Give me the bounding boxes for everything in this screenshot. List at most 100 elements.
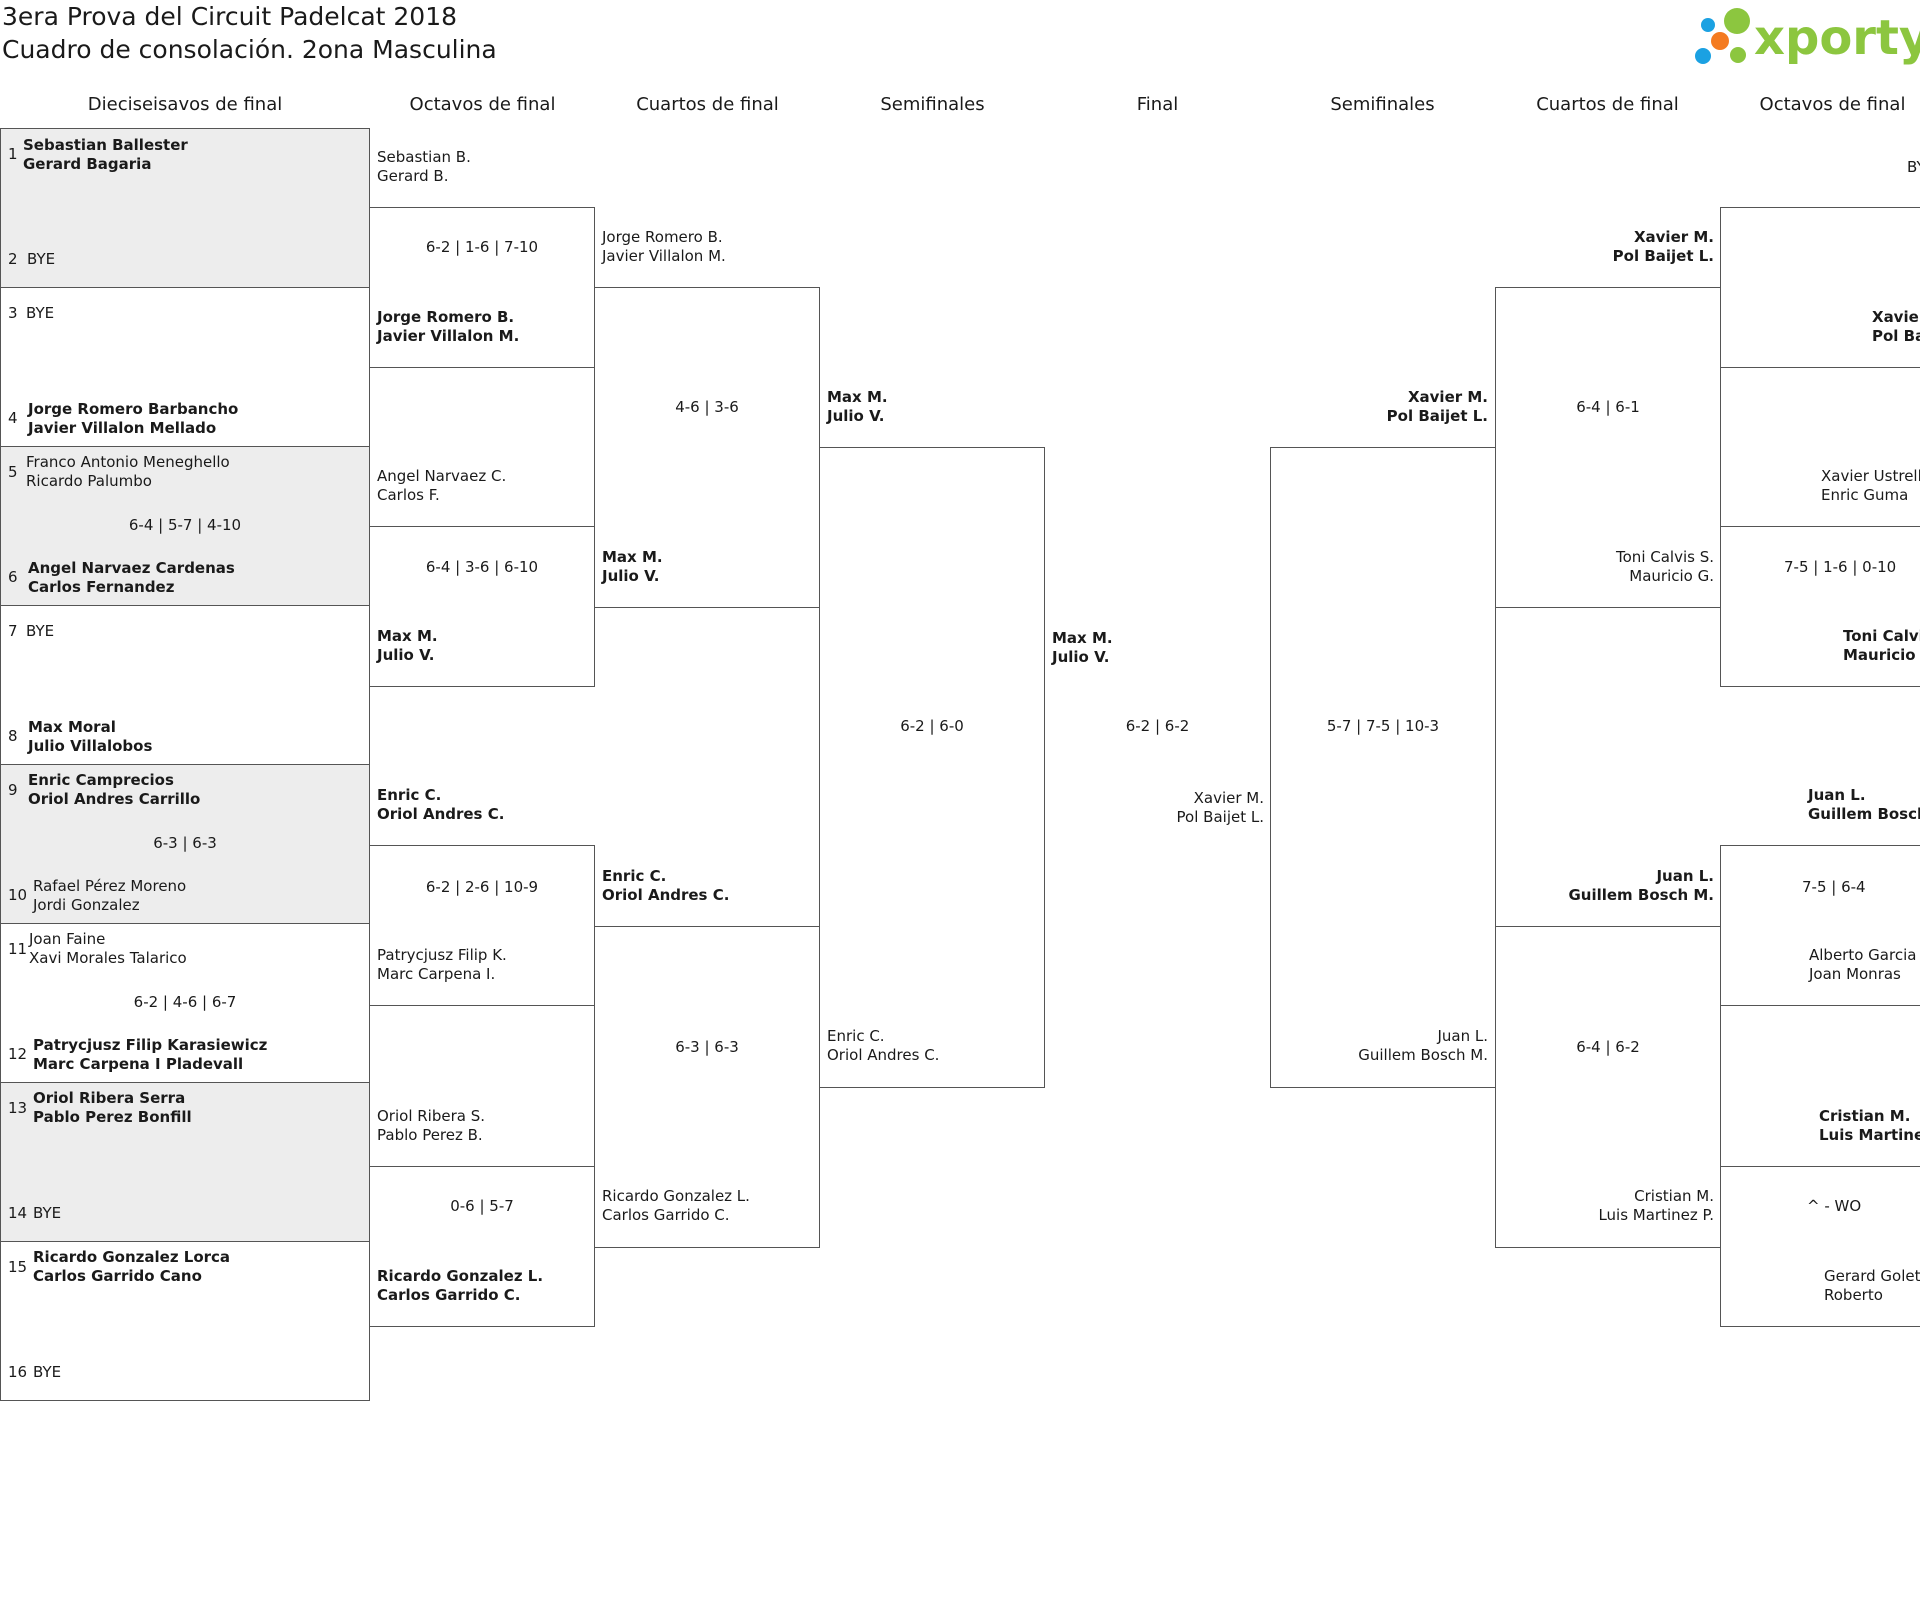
qf-right-team-winner: Xavier M. Pol Baijet L. bbox=[1613, 228, 1714, 266]
player-name: Xavier M. bbox=[1872, 308, 1920, 326]
match-score: 6-2 | 4-6 | 6-7 bbox=[133, 993, 237, 1011]
r32-team-8: Max Moral Julio Villalobos bbox=[28, 718, 152, 756]
match-score: 6-2 | 1-6 | 7-10 bbox=[425, 238, 539, 256]
player-name: Enric C. bbox=[827, 1027, 885, 1045]
player-name: Ricardo Gonzalez L. bbox=[377, 1267, 544, 1285]
player-name: Jorge Romero B. bbox=[377, 308, 515, 326]
qf-team-winner: Enric C. Oriol Andres C. bbox=[602, 867, 729, 905]
r16-right-match-4 bbox=[1720, 1166, 1920, 1327]
round-header-sf: Semifinales bbox=[880, 94, 985, 115]
sf-right-match-1 bbox=[1270, 447, 1496, 1088]
qf-team-winner: Max M. Julio V. bbox=[602, 548, 663, 586]
match-score: 4-6 | 3-6 bbox=[675, 398, 739, 416]
seed-number: 7 bbox=[8, 622, 18, 640]
r32-team-10: Rafael Pérez Moreno Jordi Gonzalez bbox=[33, 877, 186, 915]
player-name: Max M. bbox=[602, 548, 663, 566]
player-name: Juan L. bbox=[1656, 867, 1714, 885]
player-name: Carlos F. bbox=[377, 486, 440, 504]
player-name: Enric Guma bbox=[1821, 486, 1909, 504]
seed-number: 14 bbox=[8, 1204, 28, 1222]
r16-team-winner: Ricardo Gonzalez L. Carlos Garrido C. bbox=[377, 1267, 543, 1305]
player-name: Ricardo Gonzalez Lorca bbox=[33, 1248, 231, 1266]
player-name: Xavier M. bbox=[1633, 228, 1714, 246]
round-header-sf-right: Semifinales bbox=[1330, 94, 1435, 115]
player-name: Juan L. bbox=[1437, 1027, 1488, 1045]
match-score: 7-5 | 6-4 bbox=[1802, 878, 1866, 896]
r16-right-team: Alberto Garcia Joan Monras bbox=[1809, 946, 1916, 984]
player-name: Julio V. bbox=[602, 567, 660, 585]
seed-number: 6 bbox=[8, 568, 18, 586]
round-header-r16-right: Octavos de final bbox=[1759, 94, 1906, 115]
r16-right-team-winner: Cristian M. Luis Martinez P. bbox=[1819, 1107, 1920, 1145]
page-title: 3era Prova del Circuit Padelcat 2018 bbox=[2, 2, 458, 31]
r32-team-13: Oriol Ribera Serra Pablo Perez Bonfill bbox=[33, 1089, 192, 1127]
r32-team-14: BYE bbox=[33, 1204, 62, 1222]
r32-team-15: Ricardo Gonzalez Lorca Carlos Garrido Ca… bbox=[33, 1248, 230, 1286]
final-score: 6-2 | 6-2 bbox=[1125, 717, 1190, 735]
player-name: Max M. bbox=[1052, 629, 1113, 647]
player-name: Oriol Andres C. bbox=[377, 805, 505, 823]
player-name: Cristian M. bbox=[1819, 1107, 1911, 1125]
r32-team-1: Sebastian Ballester Gerard Bagaria bbox=[23, 136, 188, 174]
player-name: Pol Baijet L. bbox=[1872, 327, 1920, 345]
seed-number: 3 bbox=[8, 304, 18, 322]
sf-match-1 bbox=[819, 447, 1045, 1088]
seed-number: 13 bbox=[8, 1099, 28, 1117]
r16-team-winner: Enric C. Oriol Andres C. bbox=[377, 786, 504, 824]
seed-number: 5 bbox=[8, 463, 18, 481]
seed-number: 10 bbox=[8, 886, 28, 904]
player-name: Carlos Fernandez bbox=[28, 578, 175, 596]
sf-team: Enric C. Oriol Andres C. bbox=[827, 1027, 939, 1065]
r16-match-3 bbox=[369, 845, 595, 1006]
seed-number: 9 bbox=[8, 781, 18, 799]
player-name: Enric Camprecios bbox=[28, 771, 174, 789]
player-name: Oriol Ribera S. bbox=[377, 1107, 486, 1125]
match-score: 7-5 | 1-6 | 0-10 bbox=[1784, 558, 1897, 576]
player-name: Max Moral bbox=[28, 718, 116, 736]
r32-team-5: Franco Antonio Meneghello Ricardo Palumb… bbox=[26, 453, 230, 491]
player-name: Guillem Bosch M. bbox=[1808, 805, 1920, 823]
player-name: Marc Carpena I. bbox=[377, 965, 496, 983]
r16-right-team-winner: Xavier M. Pol Baijet L. bbox=[1872, 308, 1920, 346]
logo-dot-blue-bottom bbox=[1695, 48, 1711, 64]
round-header-final: Final bbox=[1136, 94, 1179, 115]
match-score: 6-3 | 6-3 bbox=[675, 1038, 739, 1056]
player-name: Carlos Garrido Cano bbox=[33, 1267, 202, 1285]
player-name: Pol Baijet L. bbox=[1386, 407, 1488, 425]
player-name: Angel Narvaez C. bbox=[377, 467, 507, 485]
match-score: 6-2 | 2-6 | 10-9 bbox=[425, 878, 539, 896]
player-name: Gerard Bagaria bbox=[23, 155, 152, 173]
player-name: Oriol Andres C. bbox=[602, 886, 730, 904]
logo-wordmark: xporty bbox=[1754, 10, 1920, 66]
seed-number: 16 bbox=[8, 1363, 28, 1381]
player-name: Jorge Romero Barbancho bbox=[28, 400, 239, 418]
player-name: Javier Villalon M. bbox=[377, 327, 520, 345]
r32-team-11: Joan Faine Xavi Morales Talarico bbox=[29, 930, 187, 968]
r16-right-team-winner: Juan L. Guillem Bosch M. bbox=[1808, 786, 1920, 824]
player-name: Juan L. bbox=[1808, 786, 1866, 804]
player-name: Julio Villalobos bbox=[28, 737, 153, 755]
seed-number: 2 bbox=[8, 250, 18, 268]
player-name: Xavier M. bbox=[1407, 388, 1488, 406]
player-name: Guillem Bosch M. bbox=[1358, 1046, 1488, 1064]
xporty-logo: xporty bbox=[1695, 8, 1920, 66]
round-header-qf-right: Cuartos de final bbox=[1536, 94, 1679, 115]
player-name: Gerard B. bbox=[377, 167, 449, 185]
qf-right-team: Toni Calvis S. Mauricio G. bbox=[1616, 548, 1714, 586]
r16-team: Patrycjusz Filip K. Marc Carpena I. bbox=[377, 946, 507, 984]
round-header-qf: Cuartos de final bbox=[636, 94, 779, 115]
player-name: Toni Calvis S. bbox=[1843, 627, 1920, 645]
player-name: Carlos Garrido C. bbox=[377, 1286, 521, 1304]
player-name: Carlos Garrido C. bbox=[602, 1206, 730, 1224]
seed-number: 12 bbox=[8, 1045, 28, 1063]
player-name: Enric C. bbox=[377, 786, 442, 804]
sf-right-team-winner: Xavier M. Pol Baijet L. bbox=[1387, 388, 1488, 426]
player-name: Julio V. bbox=[377, 646, 435, 664]
player-name: Alberto Garcia bbox=[1809, 946, 1917, 964]
player-name: Franco Antonio Meneghello bbox=[26, 453, 230, 471]
match-score: 6-2 | 6-0 bbox=[900, 717, 964, 735]
r16-team: Angel Narvaez C. Carlos F. bbox=[377, 467, 506, 505]
r32-match-1 bbox=[0, 128, 370, 288]
r16-right-match-3 bbox=[1720, 845, 1920, 1006]
r32-team-3: BYE bbox=[26, 304, 55, 322]
